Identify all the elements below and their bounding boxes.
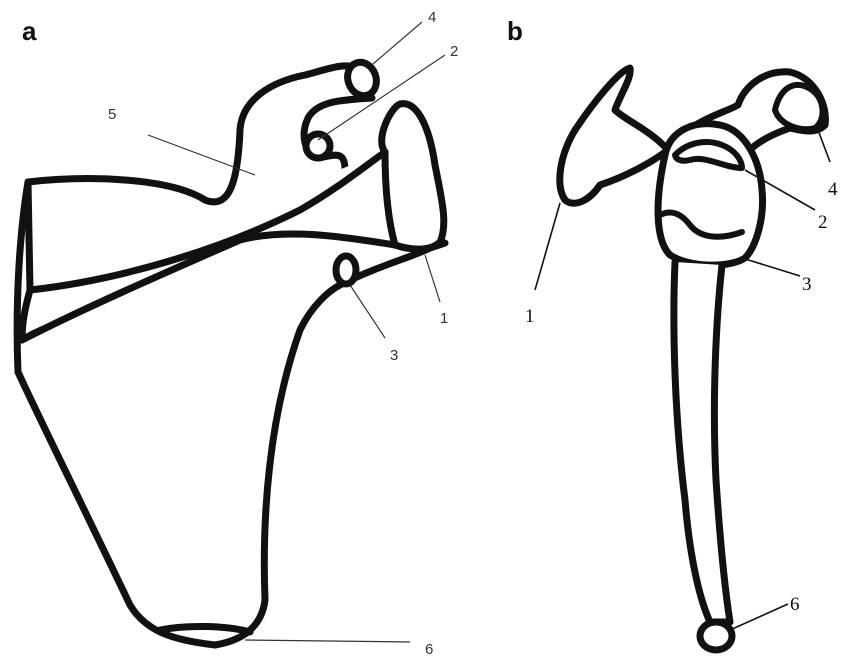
panel-a-leader-4	[373, 22, 422, 64]
panel-a-glenoid-block	[382, 104, 444, 249]
panel-a-leader-6	[245, 640, 410, 642]
panel-b-leader-1	[535, 203, 560, 290]
panel-a-marker-1: 1	[440, 310, 448, 327]
panel-a-process-3	[336, 256, 356, 284]
panel-b-marker-1: 1	[525, 306, 535, 327]
panel-a-process-4	[343, 58, 381, 100]
panel-a-leader-1	[425, 255, 440, 302]
panel-a-label: a	[22, 16, 37, 46]
panel-a-marker-6: 6	[425, 641, 433, 657]
panel-b-process-6	[700, 622, 732, 650]
panel-b-shaft	[674, 262, 730, 622]
panel-b-marker-4: 4	[828, 179, 838, 200]
panel-b-marker-3: 3	[802, 274, 812, 295]
panel-a-process-2	[306, 134, 330, 158]
panel-a: a 4 2 5 1 3	[17, 9, 458, 657]
panel-b-label: b	[507, 16, 523, 46]
panel-a-marker-4: 4	[428, 9, 436, 26]
panel-b-marker-6: 6	[790, 594, 800, 615]
panel-b-marker-2: 2	[818, 212, 828, 233]
panel-a-marker-3: 3	[390, 347, 398, 364]
panel-a-marker-2: 2	[450, 43, 458, 60]
panel-a-leader-3	[350, 285, 385, 338]
panel-b-leader-6	[730, 604, 788, 630]
panel-b-leader-4	[818, 130, 830, 162]
panel-b-leader-3	[742, 258, 800, 276]
panel-b: b 1 4 2 3 6	[507, 16, 838, 650]
panel-b-left-wing	[560, 68, 668, 203]
panel-a-marker-5: 5	[108, 106, 116, 123]
